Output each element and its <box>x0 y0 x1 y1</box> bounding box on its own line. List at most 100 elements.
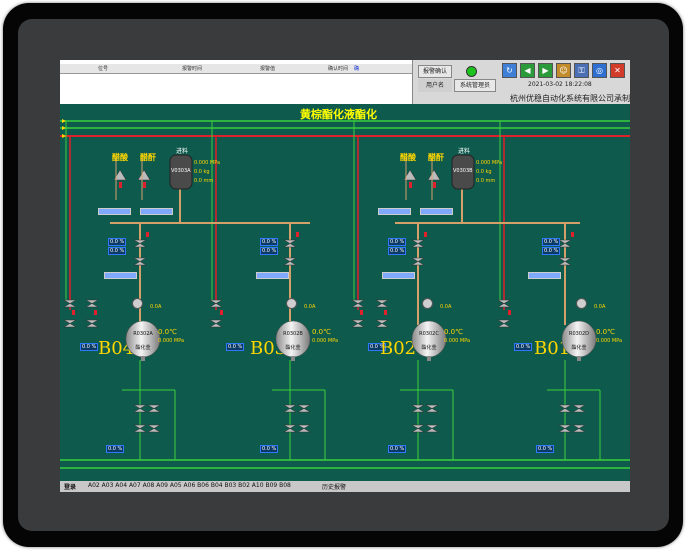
valve-pct-readout: 0.0 % <box>106 445 125 453</box>
valve-pct-readout: 0.0 % <box>514 343 533 351</box>
flow-field <box>140 208 173 215</box>
reactor-vessel-shape <box>125 320 161 361</box>
flow-field <box>420 208 453 215</box>
datetime-display: 2021-03-02 18:22:08 <box>528 81 592 88</box>
flow-field <box>528 272 561 279</box>
reactor-name: 酯化釜 <box>421 345 437 351</box>
reactor-temperature: 0.0℃ <box>596 328 615 336</box>
alarm-col-tag: 位号 <box>98 66 109 72</box>
top-bar: 位号 报警时间 报警值 确认时间 确 报警确认 用户名 系统管理员 ↻ ◀ ▶ … <box>60 60 630 104</box>
reactor-vessel-shape <box>561 320 597 361</box>
valve-pct-readout: 0.0 % <box>108 247 127 255</box>
status-bar: 登录 A02 A03 A04 A07 A08 A09 A05 A06 B06 B… <box>60 481 630 492</box>
feed-weight-right: 0.0 kg <box>476 169 492 175</box>
feed-label-left: 进料 <box>176 148 189 155</box>
feed-weight-left: 0.0 kg <box>194 169 210 175</box>
valve-pct-readout: 0.0 % <box>80 343 99 351</box>
flow-field <box>104 272 137 279</box>
history-alarm-button[interactable]: 历史报警 <box>322 484 347 491</box>
acetic-anhydride-label-right: 醋酐 <box>428 153 444 162</box>
feed-level-right: 0.0 mm <box>476 178 496 184</box>
feed-tank-tag-left: V0303A <box>171 168 191 174</box>
feed-pressure-left: 0.000 MPa <box>194 160 221 166</box>
reactor-vessel-shape <box>275 320 311 361</box>
acetic-acid-label: 醋酸 <box>112 153 128 162</box>
reactor-vessel[interactable]: R0302C 酯化釜 <box>410 318 448 362</box>
valve-pct-readout: 0.0 % <box>108 238 127 246</box>
alarm-col-ack: 确 <box>354 66 360 72</box>
reactor-tag: R0302B <box>283 331 303 337</box>
valve-pct-readout: 0.0 % <box>226 343 245 351</box>
sys-admin-button[interactable]: 系统管理员 <box>454 79 496 92</box>
refresh-icon[interactable]: ↻ <box>502 63 517 78</box>
reactor-temperature: 0.0℃ <box>444 328 463 336</box>
flow-field <box>256 272 289 279</box>
reactor-label: B01 <box>534 338 571 359</box>
user-icon[interactable]: ☺ <box>556 63 571 78</box>
process-diagram <box>60 119 630 469</box>
reactor-temperature: 0.0℃ <box>158 328 177 336</box>
reactor-pressure: 0.000 MPa <box>312 338 339 344</box>
section-tabs[interactable]: A02 A03 A04 A07 A08 A09 A05 A06 B06 B04 … <box>88 482 291 489</box>
reactor-label: B04 <box>98 338 135 359</box>
acetic-anhydride-label: 醋酐 <box>140 153 156 162</box>
valve-pct-readout: 0.0 % <box>368 343 387 351</box>
alarm-col-value: 报警值 <box>260 66 276 72</box>
valve-pct-readout: 0.0 % <box>542 247 561 255</box>
reactor-label: B02 <box>380 338 417 359</box>
feed-tank-tag-right: V0303B <box>453 168 473 174</box>
valve-pct-readout: 0.0 % <box>388 445 407 453</box>
agitator-current: 0.0A <box>150 304 162 310</box>
flow-field <box>378 208 411 215</box>
reactor-name: 酯化釜 <box>135 345 151 351</box>
valve-pct-readout: 0.0 % <box>260 247 279 255</box>
feed-label-right: 进料 <box>458 148 471 155</box>
flow-field <box>98 208 131 215</box>
valve-pct-readout: 0.0 % <box>260 238 279 246</box>
flow-field <box>382 272 415 279</box>
back-icon[interactable]: ◀ <box>520 63 535 78</box>
alarm-table-header: 位号 报警时间 报警值 确认时间 确 <box>60 64 412 74</box>
reactor-pressure: 0.000 MPa <box>444 338 471 344</box>
reactor-vessel-shape <box>411 320 447 361</box>
valve-pct-readout: 0.0 % <box>536 445 555 453</box>
agitator-motor-icon[interactable] <box>576 298 587 309</box>
agitator-current: 0.0A <box>304 304 316 310</box>
scada-screen: 位号 报警时间 报警值 确认时间 确 报警确认 用户名 系统管理员 ↻ ◀ ▶ … <box>60 60 630 492</box>
alarm-table[interactable]: 位号 报警时间 报警值 确认时间 确 <box>60 60 413 104</box>
reactor-name: 酯化釜 <box>571 345 587 351</box>
reactor-tag: R0302A <box>133 331 153 337</box>
reactor-temperature: 0.0℃ <box>312 328 331 336</box>
alarm-col-ack-time: 确认时间 <box>328 66 349 72</box>
reactor-pressure: 0.000 MPa <box>158 338 185 344</box>
agitator-current: 0.0A <box>440 304 452 310</box>
forward-icon[interactable]: ▶ <box>538 63 553 78</box>
reactor-vessel[interactable]: R0302A 酯化釜 <box>124 318 162 362</box>
company-label: 杭州优稳自动化系统有限公司承制 <box>510 94 630 103</box>
reactor-vessel[interactable]: R0302D 酯化釜 <box>560 318 598 362</box>
agitator-motor-icon[interactable] <box>422 298 433 309</box>
valve-pct-readout: 0.0 % <box>260 445 279 453</box>
feed-level-left: 0.0 mm <box>194 178 214 184</box>
alarm-col-time: 报警时间 <box>182 66 203 72</box>
valve-pct-readout: 0.0 % <box>388 247 407 255</box>
feed-pressure-right: 0.000 MPa <box>476 160 503 166</box>
agitator-current: 0.0A <box>594 304 606 310</box>
reactor-name: 酯化釜 <box>285 345 301 351</box>
agitator-motor-icon[interactable] <box>286 298 297 309</box>
acetic-acid-label-right: 醋酸 <box>400 153 416 162</box>
close-icon[interactable]: ✕ <box>610 63 625 78</box>
alarm-ack-button[interactable]: 报警确认 <box>418 65 452 78</box>
globe-icon[interactable]: ◎ <box>592 63 607 78</box>
valve-pct-readout: 0.0 % <box>542 238 561 246</box>
agitator-motor-icon[interactable] <box>132 298 143 309</box>
valve-pct-readout: 0.0 % <box>388 238 407 246</box>
login-button[interactable]: 登录 <box>64 484 77 491</box>
user-label: 用户名 <box>418 79 452 92</box>
key-icon[interactable]: ⚿ <box>574 63 589 78</box>
reactor-vessel[interactable]: R0302B 酯化釜 <box>274 318 312 362</box>
reactor-tag: R0302D <box>568 331 590 337</box>
reactor-pressure: 0.000 MPa <box>596 338 623 344</box>
page-title: 黄棕酯化液酯化 <box>300 108 377 121</box>
reactor-tag: R0302C <box>419 331 439 337</box>
